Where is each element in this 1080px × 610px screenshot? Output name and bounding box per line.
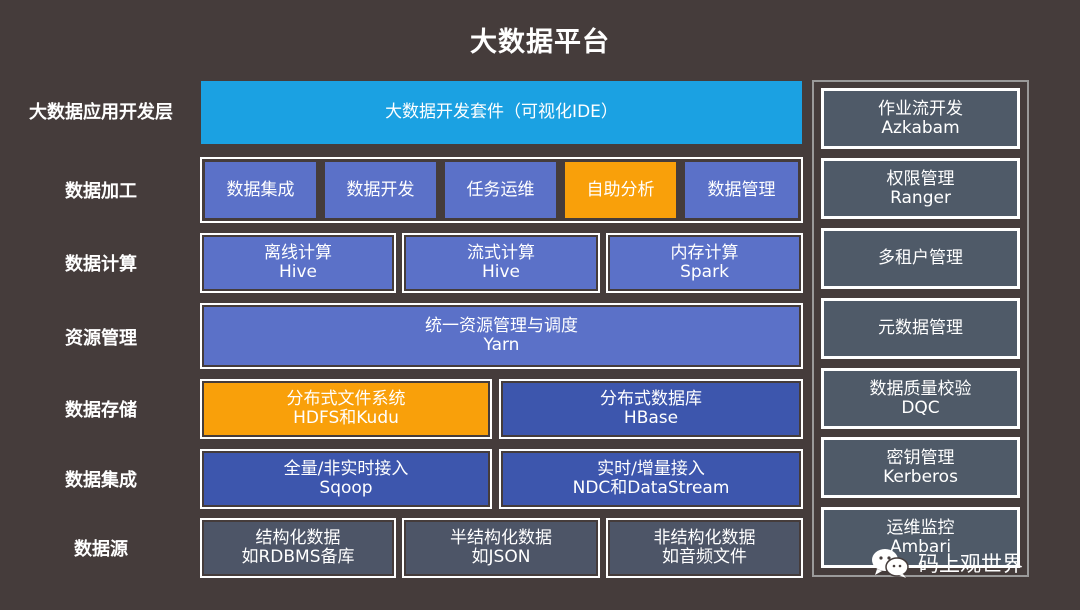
diagram-title: 大数据平台 — [470, 27, 610, 58]
source-structured-example: 如RDBMS备库 — [241, 547, 355, 567]
processing-frame — [200, 157, 803, 223]
compute-stream-title: 流式计算 — [467, 243, 535, 263]
app-dev-suite-label: 大数据开发套件（可视化IDE） — [385, 102, 618, 122]
compute-stream-block: 流式计算 Hive — [406, 237, 596, 289]
side-item-title: 作业流开发 — [878, 98, 963, 119]
row-label-app-dev: 大数据应用开发层 — [29, 102, 173, 123]
resource-frame — [200, 303, 803, 369]
storage-db-title: 分布式数据库 — [600, 389, 702, 409]
row-label-processing: 数据加工 — [65, 181, 137, 202]
resource-block: 统一资源管理与调度 Yarn — [204, 307, 799, 365]
side-item-metadata: 元数据管理 — [821, 298, 1020, 359]
source-structured-title: 结构化数据 — [255, 528, 341, 548]
processing-item-label: 自助分析 — [586, 179, 655, 200]
side-item-tech: Ambari — [889, 536, 952, 557]
compute-memory-title: 内存计算 — [670, 243, 739, 263]
integration-batch-block: 全量/非实时接入 Sqoop — [204, 453, 488, 505]
side-item-multi-tenant: 多租户管理 — [821, 228, 1020, 289]
side-item-workflow: 作业流开发 Azkabam — [821, 88, 1020, 149]
compute-offline-tech: Hive — [278, 262, 318, 282]
processing-item-self-analysis: 自助分析 — [565, 162, 676, 218]
resource-title: 统一资源管理与调度 — [425, 316, 578, 336]
source-unstructured-title: 非结构化数据 — [653, 528, 756, 548]
compute-frame-offline — [200, 233, 396, 293]
storage-dfs-title: 分布式文件系统 — [286, 389, 406, 409]
side-item-title: 运维监控 — [886, 517, 955, 538]
compute-frame-stream — [402, 233, 600, 293]
integration-realtime-tech: NDC和DataStream — [572, 478, 730, 498]
side-item-title: 数据质量校验 — [869, 378, 972, 399]
source-semistructured-example: 如JSON — [471, 547, 531, 567]
compute-memory-tech: Spark — [680, 262, 729, 282]
integration-realtime-block: 实时/增量接入 NDC和DataStream — [503, 453, 799, 505]
side-item-title: 权限管理 — [886, 168, 955, 189]
side-item-title: 元数据管理 — [878, 318, 963, 338]
integration-frame-realtime — [499, 449, 803, 509]
processing-item-label: 任务运维 — [466, 179, 535, 200]
side-item-title: 多租户管理 — [878, 248, 963, 268]
storage-frame-dfs — [200, 379, 492, 439]
compute-stream-tech: Hive — [481, 262, 521, 282]
storage-db-block: 分布式数据库 HBase — [503, 383, 799, 435]
processing-item-label: 数据管理 — [707, 179, 776, 200]
side-item-tech: Kerberos — [883, 466, 958, 487]
compute-memory-block: 内存计算 Spark — [610, 237, 799, 289]
processing-item-label: 数据开发 — [346, 179, 415, 200]
integration-batch-tech: Sqoop — [319, 478, 373, 498]
processing-item-task-ops: 任务运维 — [445, 162, 556, 218]
source-frame-structured — [200, 518, 396, 578]
source-frame-unstructured — [606, 518, 803, 578]
side-item-ops-monitor: 运维监控 Ambari — [821, 507, 1020, 568]
watermark: 码上观世界 — [870, 543, 1023, 583]
side-column-frame — [812, 80, 1029, 577]
source-unstructured-example: 如音频文件 — [662, 547, 747, 567]
processing-item-integration: 数据集成 — [205, 162, 316, 218]
compute-frame-memory — [606, 233, 803, 293]
processing-item-development: 数据开发 — [325, 162, 436, 218]
side-item-keys: 密钥管理 Kerberos — [821, 437, 1020, 498]
storage-dfs-tech: HDFS和Kudu — [293, 408, 399, 428]
side-item-tech: Ranger — [890, 187, 951, 208]
source-semistructured-block: 半结构化数据 如JSON — [406, 522, 596, 574]
watermark-text: 码上观世界 — [918, 552, 1023, 576]
source-unstructured-block: 非结构化数据 如音频文件 — [610, 522, 799, 574]
source-structured-block: 结构化数据 如RDBMS备库 — [204, 522, 392, 574]
row-label-resource: 资源管理 — [65, 328, 137, 349]
storage-frame-db — [499, 379, 803, 439]
compute-offline-block: 离线计算 Hive — [204, 237, 392, 289]
source-semistructured-title: 半结构化数据 — [450, 528, 552, 548]
integration-frame-batch — [200, 449, 492, 509]
row-label-storage: 数据存储 — [65, 400, 137, 421]
integration-realtime-title: 实时/增量接入 — [597, 459, 705, 479]
side-item-tech: DQC — [901, 397, 940, 418]
processing-item-label: 数据集成 — [226, 179, 295, 200]
side-item-tech: Azkabam — [881, 117, 960, 138]
side-item-data-quality: 数据质量校验 DQC — [821, 368, 1020, 429]
row-label-source: 数据源 — [74, 539, 128, 560]
compute-offline-title: 离线计算 — [264, 243, 332, 263]
storage-db-tech: HBase — [623, 408, 679, 428]
side-item-permission: 权限管理 Ranger — [821, 158, 1020, 219]
resource-tech: Yarn — [483, 335, 520, 355]
integration-batch-title: 全量/非实时接入 — [283, 459, 409, 479]
row-label-compute: 数据计算 — [65, 254, 137, 275]
source-frame-semistructured — [402, 518, 600, 578]
wechat-icon — [872, 549, 909, 578]
processing-item-data-management: 数据管理 — [685, 162, 798, 218]
app-dev-suite-block: 大数据开发套件（可视化IDE） — [201, 81, 802, 144]
storage-dfs-block: 分布式文件系统 HDFS和Kudu — [204, 383, 488, 435]
row-label-integration: 数据集成 — [65, 470, 137, 491]
side-item-title: 密钥管理 — [886, 447, 955, 468]
